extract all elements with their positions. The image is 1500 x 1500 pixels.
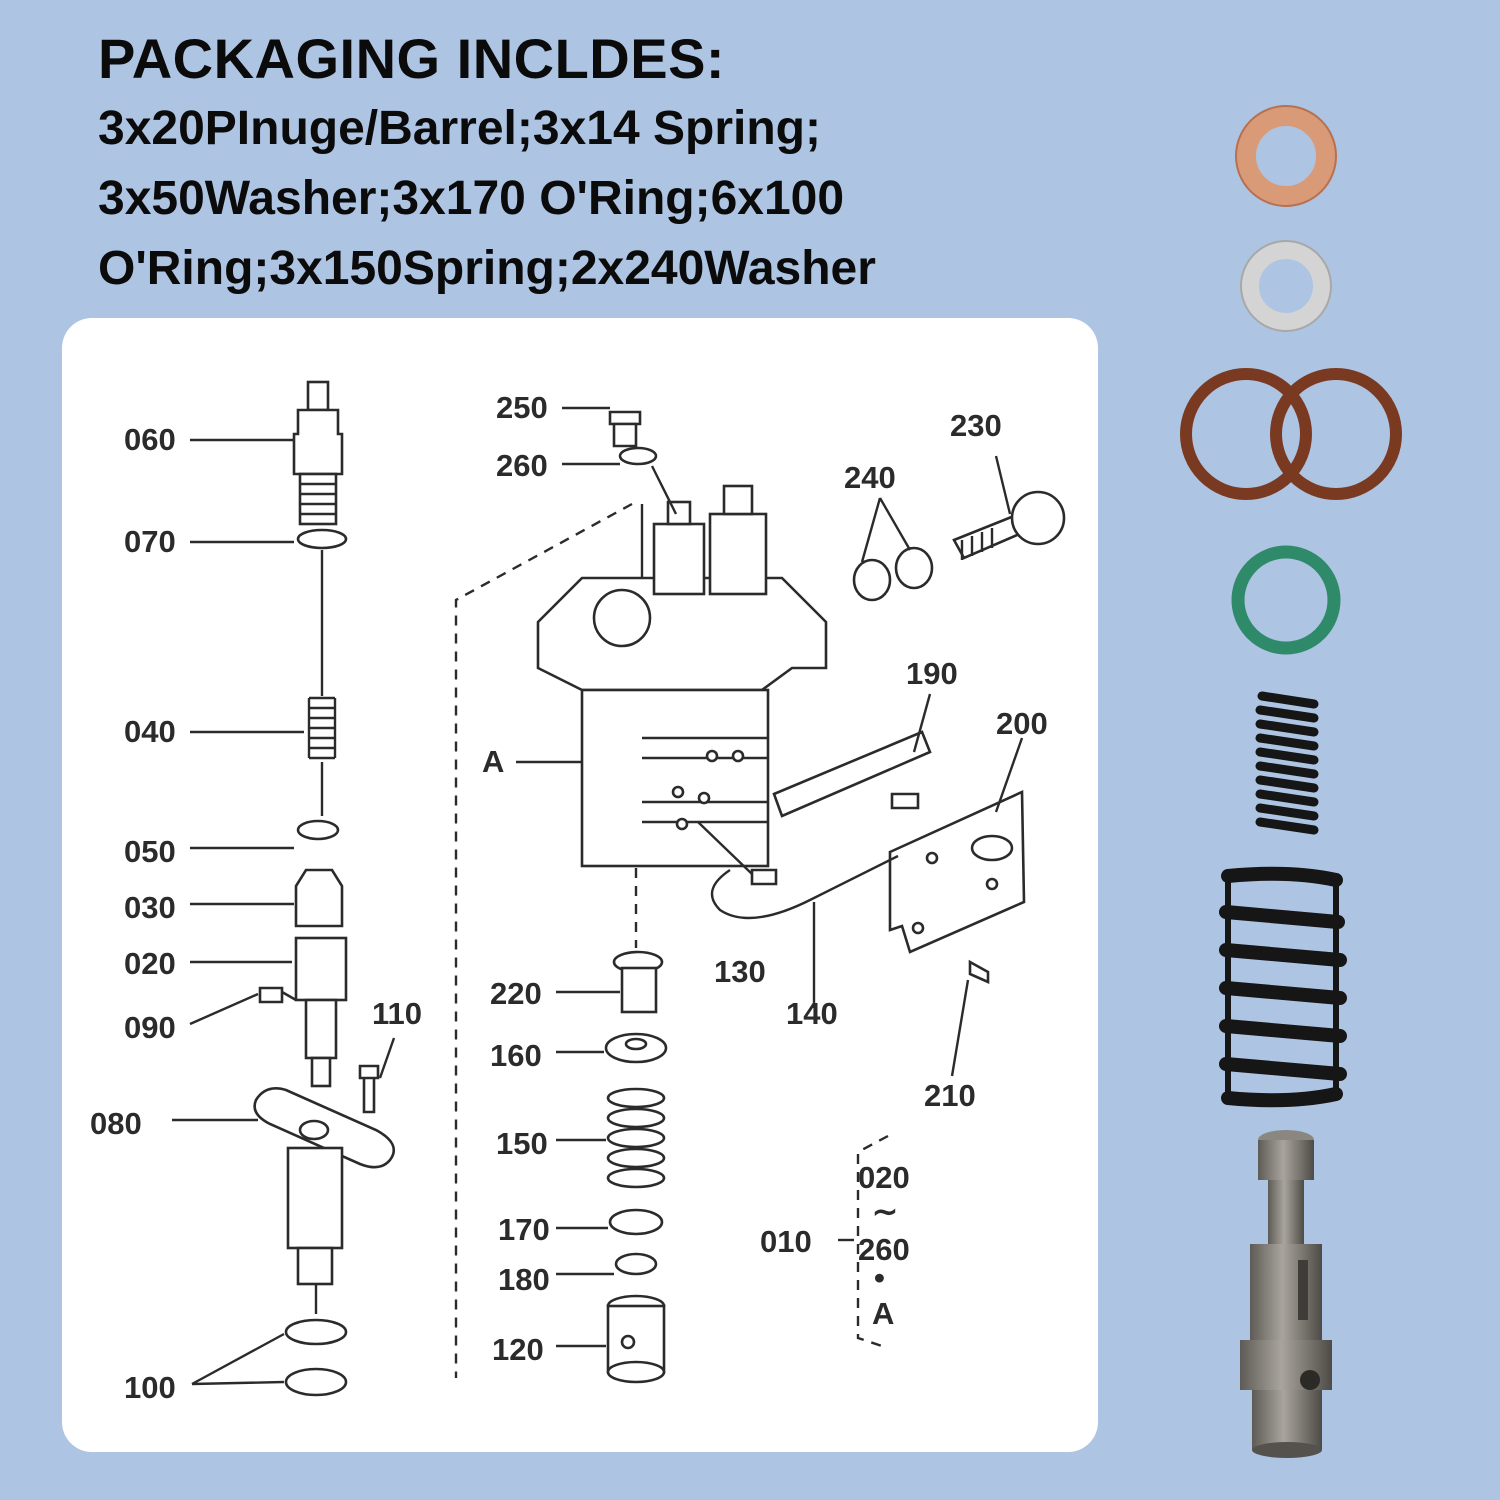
range-end-label: 260 (858, 1232, 910, 1267)
label-250: 250 (496, 390, 548, 425)
label-120: 120 (492, 1332, 544, 1367)
range-tilde-label: ∼ (872, 1194, 898, 1229)
green-oring (1231, 545, 1341, 655)
label-080: 080 (90, 1106, 142, 1141)
label-210: 210 (924, 1078, 976, 1113)
label-050: 050 (124, 834, 176, 869)
range-start-label: 020 (858, 1160, 910, 1195)
parts-photo (1180, 105, 1402, 1458)
spring-150 (606, 1087, 666, 1189)
large-spring (1219, 866, 1347, 1108)
washer-260 (618, 446, 658, 466)
oring-070 (296, 528, 348, 550)
screw-130 (750, 868, 778, 886)
exploded-diagram-panel: 060 070 040 050 030 020 090 110 080 100 … (62, 318, 1098, 1452)
washer-240-a (852, 558, 892, 602)
range-dot-label: • (874, 1260, 885, 1295)
label-040: 040 (124, 714, 176, 749)
spring-seat-170 (608, 1208, 664, 1236)
sleeve-220 (612, 950, 664, 1014)
label-150: 150 (496, 1126, 548, 1161)
label-200: 200 (996, 706, 1048, 741)
range-A-label: A (872, 1296, 894, 1331)
packaging-line-3: O'Ring;3x150Spring;2x240Washer (98, 242, 876, 295)
aluminum-washer (1240, 240, 1332, 332)
washer-240-b (894, 546, 934, 590)
screw-110 (358, 1064, 380, 1114)
oring-180 (614, 1252, 658, 1276)
label-010: 010 (760, 1224, 812, 1259)
label-090: 090 (124, 1010, 176, 1045)
spring-040 (307, 696, 337, 760)
screw-090 (258, 986, 297, 1004)
label-260: 260 (496, 448, 548, 483)
label-020: 020 (124, 946, 176, 981)
label-230: 230 (950, 408, 1002, 443)
label-070: 070 (124, 524, 176, 559)
valve-030 (294, 868, 344, 928)
exploded-diagram: 060 070 040 050 030 020 090 110 080 100 … (90, 380, 1066, 1405)
cover-plate-200 (888, 789, 1026, 954)
injector-fitting-060 (292, 380, 344, 526)
rack-190 (772, 730, 932, 818)
label-110: 110 (372, 996, 422, 1031)
label-170: 170 (498, 1212, 550, 1247)
label-100: 100 (124, 1370, 176, 1405)
label-180: 180 (498, 1262, 550, 1297)
plug-250 (608, 410, 642, 448)
label-220: 220 (490, 976, 542, 1011)
label-190: 190 (906, 656, 958, 691)
bolt-230 (952, 490, 1066, 560)
nozzle-020 (294, 936, 348, 1088)
label-130: 130 (714, 954, 766, 989)
retainer-160 (604, 1032, 668, 1064)
packaging-line-2: 3x50Washer;3x170 O'Ring;6x100 (98, 172, 845, 225)
label-160: 160 (490, 1038, 542, 1073)
label-030: 030 (124, 890, 176, 925)
control-sleeve-120 (606, 1294, 666, 1384)
holder-080 (253, 1087, 395, 1286)
small-spring (1255, 691, 1319, 835)
copper-washer (1235, 105, 1337, 207)
label-A: A (482, 744, 504, 779)
packaging-line-1: 3x20PInuge/Barrel;3x14 Spring; (98, 102, 821, 155)
label-240: 240 (844, 460, 896, 495)
screw-210 (968, 959, 990, 985)
header: PACKAGING INCLDES: 3x20PInuge/Barrel;3x1… (98, 24, 1098, 304)
pump-housing (536, 484, 828, 868)
oring-100-b (284, 1367, 348, 1397)
spring-clip-140 (710, 854, 899, 920)
brown-oring-right (1270, 368, 1402, 500)
brown-oring-left (1180, 368, 1312, 500)
label-140: 140 (786, 996, 838, 1031)
packaging-title: PACKAGING INCLDES: (98, 27, 726, 90)
oring-100-a (284, 1318, 348, 1346)
parts-photo-column (1160, 100, 1460, 1480)
label-060: 060 (124, 422, 176, 457)
plunger-barrel (1240, 1130, 1332, 1458)
washer-050 (296, 819, 340, 841)
